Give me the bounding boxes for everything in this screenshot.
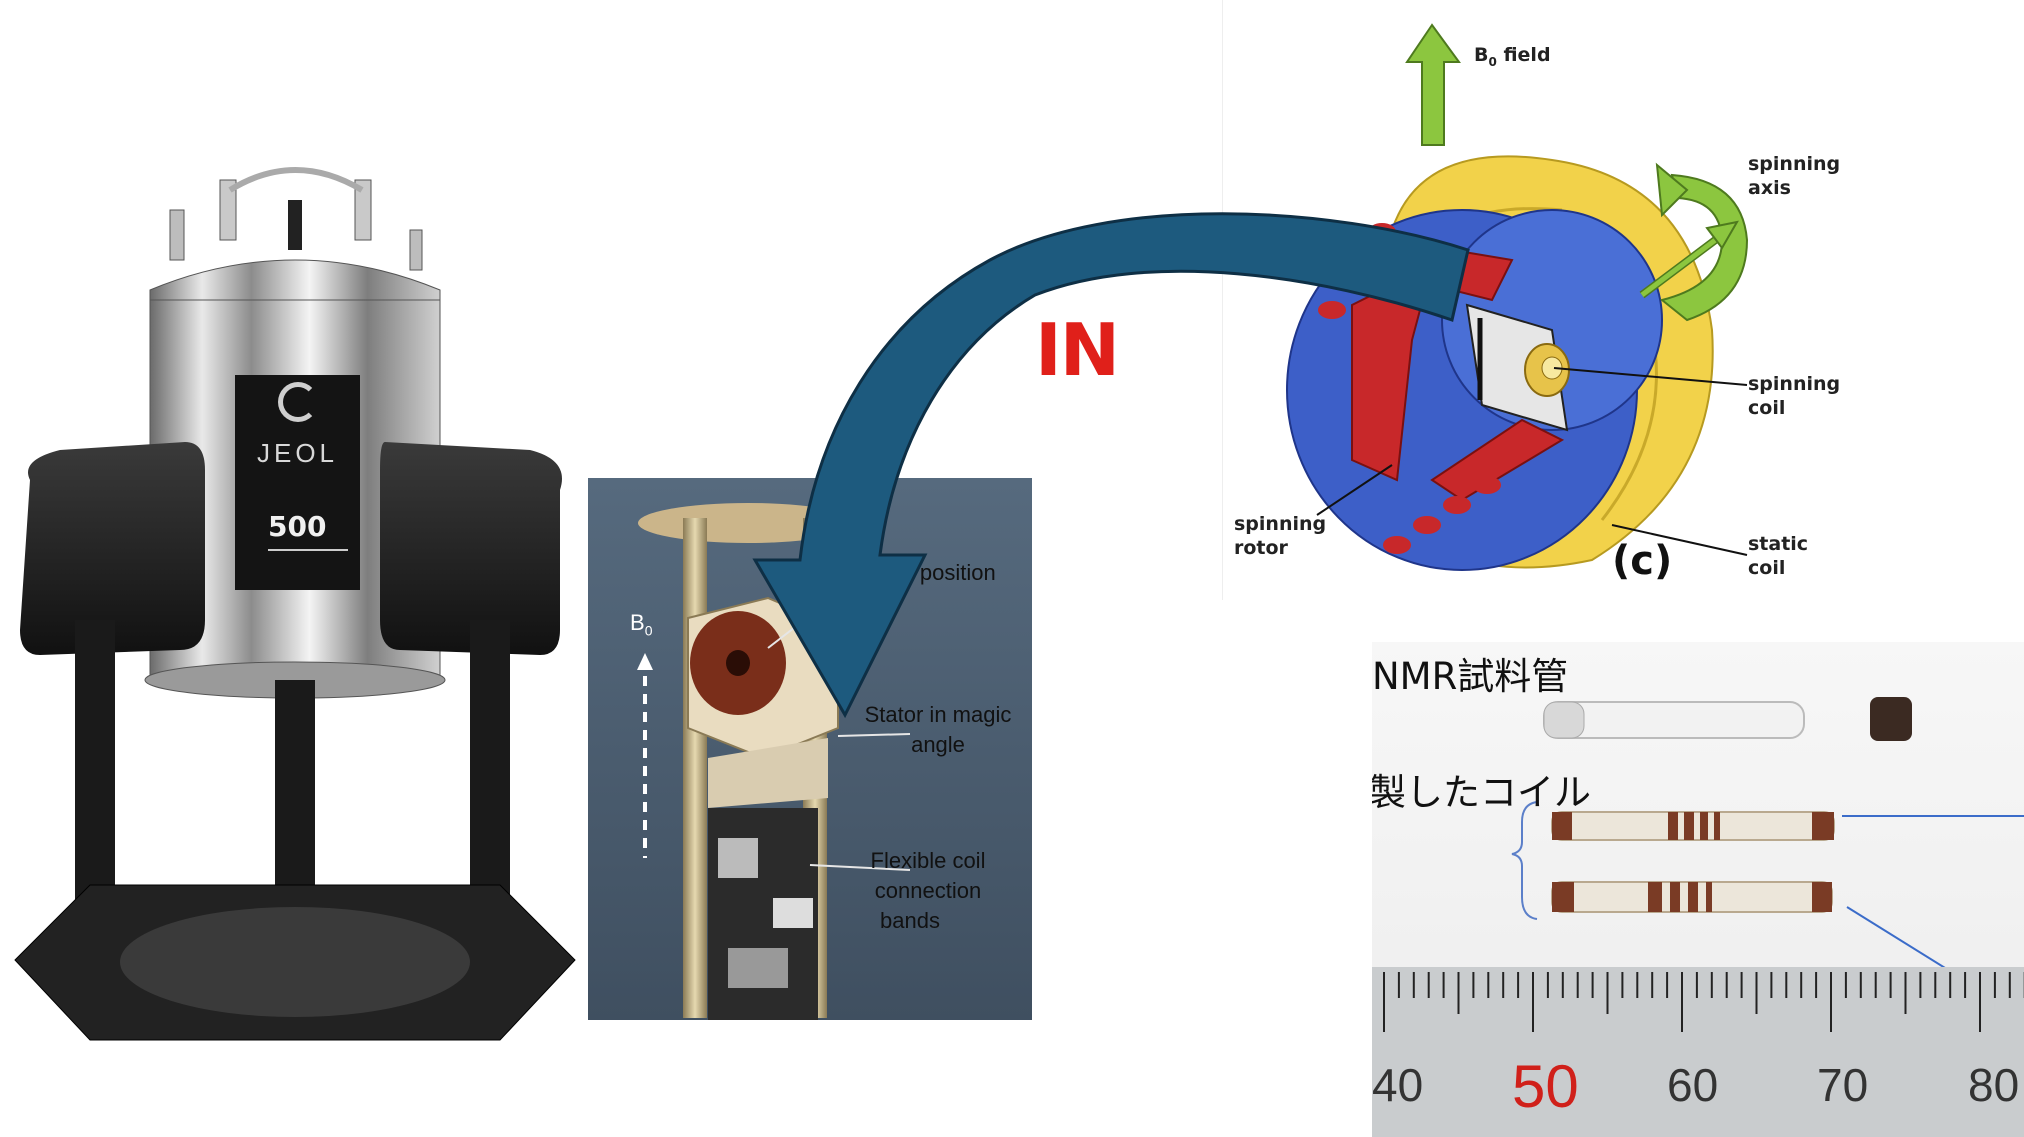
jeol-logo-icon xyxy=(278,382,318,422)
ruler-numbers: 40 50 60 70 80 xyxy=(1372,1052,2024,1132)
model-label: 500 xyxy=(268,510,327,543)
sample-photo: NMR試料管 作製したコイル 40 50 60 70 80 xyxy=(1372,642,2024,1137)
b0-label: B0 xyxy=(630,610,653,639)
ruler-tick-50: 50 xyxy=(1512,1053,1579,1120)
ruler-tick-60: 60 xyxy=(1667,1059,1719,1111)
model-underline xyxy=(268,549,348,551)
coil-label: 作製したコイル xyxy=(1372,771,1591,814)
brand-label: JEOL xyxy=(256,438,339,468)
rotor-position-label: Rotor position xyxy=(860,560,996,585)
ruler-tick-40: 40 xyxy=(1372,1059,1424,1111)
panel-letter: (c) xyxy=(1612,538,1673,584)
nmr-tube-label: NMR試料管 xyxy=(1372,655,1569,698)
ruler-tick-80: 80 xyxy=(1968,1059,2020,1111)
in-label: IN xyxy=(1035,308,1120,392)
nmr-magnet: JEOL 500 xyxy=(0,150,590,1050)
ruler-tick-70: 70 xyxy=(1817,1059,1869,1111)
b0-field-label: B0 field xyxy=(1474,44,1551,69)
